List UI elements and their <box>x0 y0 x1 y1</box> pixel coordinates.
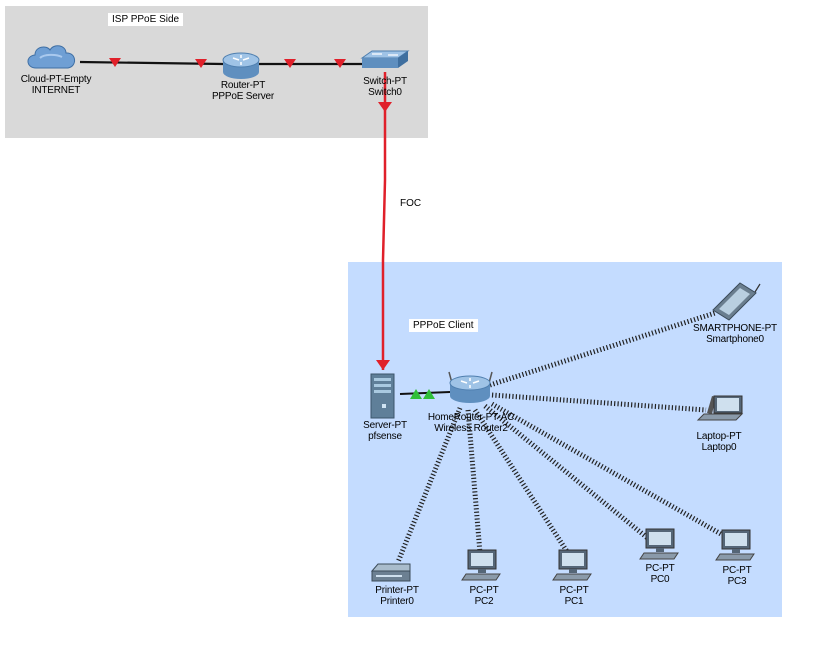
device-type: PC-PT <box>645 563 675 574</box>
wireless-link-pc2 <box>465 409 483 554</box>
server-icon[interactable] <box>370 373 395 419</box>
device-name: Laptop0 <box>701 442 737 453</box>
device-name: Smartphone0 <box>706 334 764 345</box>
device-name: PC3 <box>727 576 747 587</box>
wireless-link-pc3 <box>490 401 730 541</box>
pc-icon[interactable] <box>639 528 679 560</box>
wireless-link-printer <box>395 407 463 563</box>
cloud-icon[interactable] <box>27 45 75 69</box>
device-label-smartphone[interactable]: SMARTPHONE-PT Smartphone0 <box>693 323 777 345</box>
link-up-markers <box>410 389 435 399</box>
wireless-link-laptop <box>491 392 707 413</box>
isp-zone-label: ISP PPoE Side <box>108 13 184 26</box>
device-label-printer[interactable]: Printer-PT Printer0 <box>375 585 419 607</box>
device-type: HomeRouter-PT-AC <box>427 412 515 423</box>
device-name: PPPoE Server <box>211 91 275 102</box>
wireless-link-smartphone <box>489 310 716 388</box>
device-type: SMARTPHONE-PT <box>693 323 777 334</box>
link-server-homerouter[interactable] <box>399 391 451 395</box>
device-name: Wireless Router2 <box>434 423 508 434</box>
device-label-pc2[interactable]: PC-PT PC2 <box>469 585 498 607</box>
laptop-icon[interactable] <box>696 395 744 421</box>
device-type: Router-PT <box>220 80 266 91</box>
link-down-marker <box>109 58 121 67</box>
device-type: Laptop-PT <box>696 431 742 442</box>
device-label-laptop[interactable]: Laptop-PT Laptop0 <box>697 431 742 453</box>
wireless-router-icon[interactable] <box>448 371 493 403</box>
isp-zone[interactable] <box>5 6 428 138</box>
device-type: Switch-PT <box>363 76 407 87</box>
printer-icon[interactable] <box>370 563 411 582</box>
device-label-server[interactable]: Server-PT pfsense <box>363 420 407 442</box>
link-down-marker <box>378 102 392 112</box>
switch-icon[interactable] <box>360 50 410 68</box>
device-label-pc0[interactable]: PC-PT PC0 <box>645 563 674 585</box>
device-type: Server-PT <box>363 420 407 431</box>
device-type: Cloud-PT-Empty <box>20 74 92 85</box>
device-name: PC2 <box>474 596 494 607</box>
link-switch-server-foc[interactable] <box>381 72 387 370</box>
pc-icon[interactable] <box>715 529 755 561</box>
link-status-markers <box>109 58 392 370</box>
device-label-pc1[interactable]: PC-PT PC1 <box>559 585 588 607</box>
device-type: PC-PT <box>722 565 752 576</box>
link-down-marker <box>376 360 390 370</box>
device-name: Switch0 <box>368 87 402 98</box>
device-name: PC1 <box>564 596 584 607</box>
device-name: PC0 <box>650 574 670 585</box>
device-name: INTERNET <box>31 85 81 96</box>
device-label-cloud[interactable]: Cloud-PT-Empty INTERNET <box>21 74 92 96</box>
link-down-marker <box>334 59 346 68</box>
pc-icon[interactable] <box>552 549 592 581</box>
device-label-switch[interactable]: Switch-PT Switch0 <box>363 76 407 98</box>
pc-icon[interactable] <box>461 549 501 581</box>
device-name: pfsense <box>368 431 402 442</box>
device-label-router[interactable]: Router-PT PPPoE Server <box>212 80 274 102</box>
smartphone-icon[interactable] <box>712 282 761 321</box>
wireless-link-pc1 <box>472 408 571 555</box>
device-name: Printer0 <box>380 596 414 607</box>
client-zone-label: PPPoE Client <box>409 319 478 332</box>
link-down-marker <box>195 59 207 68</box>
foc-link-label: FOC <box>400 198 422 209</box>
device-type: PC-PT <box>559 585 589 596</box>
device-type: PC-PT <box>469 585 499 596</box>
router-icon[interactable] <box>222 52 260 79</box>
device-type: Printer-PT <box>375 585 419 596</box>
link-down-marker <box>284 59 296 68</box>
device-label-homerouter[interactable]: HomeRouter-PT-AC Wireless Router2 <box>428 412 514 434</box>
link-up-marker <box>423 389 435 399</box>
device-label-pc3[interactable]: PC-PT PC3 <box>722 565 751 587</box>
wireless-link-pc0 <box>483 404 652 542</box>
link-up-marker <box>410 389 422 399</box>
